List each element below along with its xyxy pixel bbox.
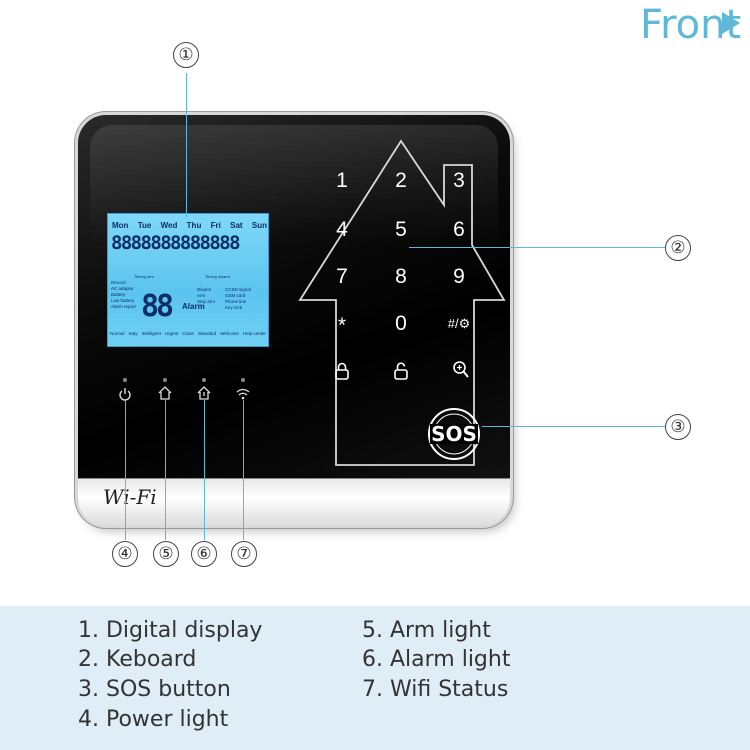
alarm-led — [202, 378, 206, 382]
legend-panel — [0, 606, 750, 750]
key-3[interactable]: 3 — [453, 169, 465, 192]
lcd-label: AC adaptor — [111, 286, 134, 291]
power-icon — [119, 388, 131, 401]
lcd-label: Stay arm — [197, 299, 216, 304]
legend-item: 3. SOS button — [78, 677, 231, 702]
lcd-mode: Close — [182, 331, 194, 336]
key-0[interactable]: 0 — [395, 312, 407, 335]
house-outline-icon — [298, 139, 506, 466]
callout-line-4 — [125, 400, 126, 540]
callout-number: ③ — [670, 417, 686, 437]
lcd-timing-disarm: Timing disarm — [205, 274, 230, 279]
lcd-label: Arm — [197, 293, 206, 298]
arm-led — [163, 378, 167, 382]
legend-item: 2. Keboard — [78, 647, 197, 672]
wifi-led — [241, 378, 245, 382]
lcd-mode: Standard — [197, 331, 217, 336]
callout-5: ⑤ — [153, 541, 179, 567]
callout-line-1 — [186, 73, 187, 218]
callout-1: ① — [173, 42, 199, 68]
lcd-alarm-label: Alarm — [182, 302, 205, 311]
lcd-label: Battery — [111, 292, 126, 297]
alarm-icon — [197, 386, 211, 400]
lcd-mode: Intelligent — [141, 331, 161, 336]
search-icon[interactable] — [452, 360, 470, 380]
legend-item: 6. Alarm light — [362, 647, 511, 672]
lcd-zone-digits: 88 — [141, 289, 174, 324]
home-icon — [158, 386, 172, 400]
key-4[interactable]: 4 — [336, 218, 348, 241]
unlock-icon[interactable] — [393, 362, 409, 380]
callout-line-3 — [482, 426, 665, 427]
lcd-label: GSM card — [225, 293, 246, 298]
callout-line-6 — [204, 400, 205, 540]
lcd-day: Sun — [251, 221, 267, 230]
lcd-label: Disarm — [197, 287, 212, 292]
callout-7: ⑦ — [231, 541, 257, 567]
lcd-digit-row: 8888888888888 — [111, 232, 241, 254]
lcd-label: CCSD signal — [225, 287, 251, 292]
key-7[interactable]: 7 — [336, 265, 348, 288]
power-led — [123, 378, 127, 382]
lcd-timing-arm: Timing arm — [134, 274, 154, 279]
legend-item: 5. Arm light — [362, 618, 491, 643]
key-2[interactable]: 2 — [395, 169, 407, 192]
lcd-status-right: CCSD signal GSM card Phone line Key lock — [225, 287, 251, 311]
lcd-day: Fri — [210, 221, 221, 230]
key-9[interactable]: 9 — [453, 265, 465, 288]
key-1[interactable]: 1 — [336, 169, 348, 192]
lcd-day: Mon — [112, 221, 129, 230]
key-8[interactable]: 8 — [395, 265, 407, 288]
lcd-label: Key lock — [225, 305, 243, 310]
lcd-days-row: Mon Tue Wed Thu Fri Sat Sun — [112, 221, 267, 230]
callout-number: ④ — [117, 544, 133, 564]
callout-3: ③ — [665, 414, 691, 440]
lcd-status-mid: Disarm Arm Stay arm — [197, 287, 215, 305]
callout-number: ⑤ — [158, 544, 174, 564]
lcd-label: Record — [111, 280, 126, 285]
lcd-modes-row: Normal Stay Intelligent Urgent Close Sta… — [110, 331, 266, 336]
lcd-status-left: Record AC adaptor Battery Low battery Al… — [111, 280, 136, 310]
lcd-label: Alarm report — [111, 304, 136, 309]
callout-line-2 — [409, 247, 665, 248]
lcd-mode: Welcome — [220, 331, 239, 336]
callout-line-5 — [165, 400, 166, 540]
lcd-mode: Urgent — [164, 331, 179, 336]
lcd-mode: Stay — [128, 331, 138, 336]
callout-number: ① — [178, 45, 194, 65]
legend-item: 4. Power light — [78, 707, 229, 732]
key-hash-settings[interactable]: #/⚙ — [447, 316, 471, 331]
lcd-mode: Help center — [242, 331, 266, 336]
callout-number: ⑦ — [236, 544, 252, 564]
brand-label: Wi-Fi — [103, 485, 157, 509]
sos-button[interactable] — [426, 406, 482, 462]
callout-number: ② — [670, 238, 686, 258]
lcd-mode: Normal — [110, 331, 125, 336]
lcd-day: Thu — [186, 221, 202, 230]
wifi-icon — [236, 388, 250, 400]
callout-number: ⑥ — [196, 544, 212, 564]
lcd-day: Wed — [160, 221, 178, 230]
lcd-label: Phone line — [225, 299, 247, 304]
legend-item: 1. Digital display — [78, 618, 263, 643]
arrow-right-icon — [722, 12, 740, 34]
panel-footer — [78, 478, 510, 526]
callout-line-7 — [243, 400, 244, 540]
lcd-label: Low battery — [111, 298, 135, 303]
lcd-display — [107, 213, 269, 347]
callout-2: ② — [665, 235, 691, 261]
sos-label: SOS — [431, 422, 477, 446]
callout-4: ④ — [112, 541, 138, 567]
key-6[interactable]: 6 — [453, 218, 465, 241]
callout-6: ⑥ — [191, 541, 217, 567]
lcd-day: Sat — [230, 221, 243, 230]
key-star[interactable]: * — [337, 314, 347, 337]
lock-icon[interactable] — [334, 362, 350, 380]
legend-item: 7. Wifi Status — [362, 677, 509, 702]
key-5[interactable]: 5 — [395, 218, 407, 241]
lcd-day: Tue — [137, 221, 152, 230]
